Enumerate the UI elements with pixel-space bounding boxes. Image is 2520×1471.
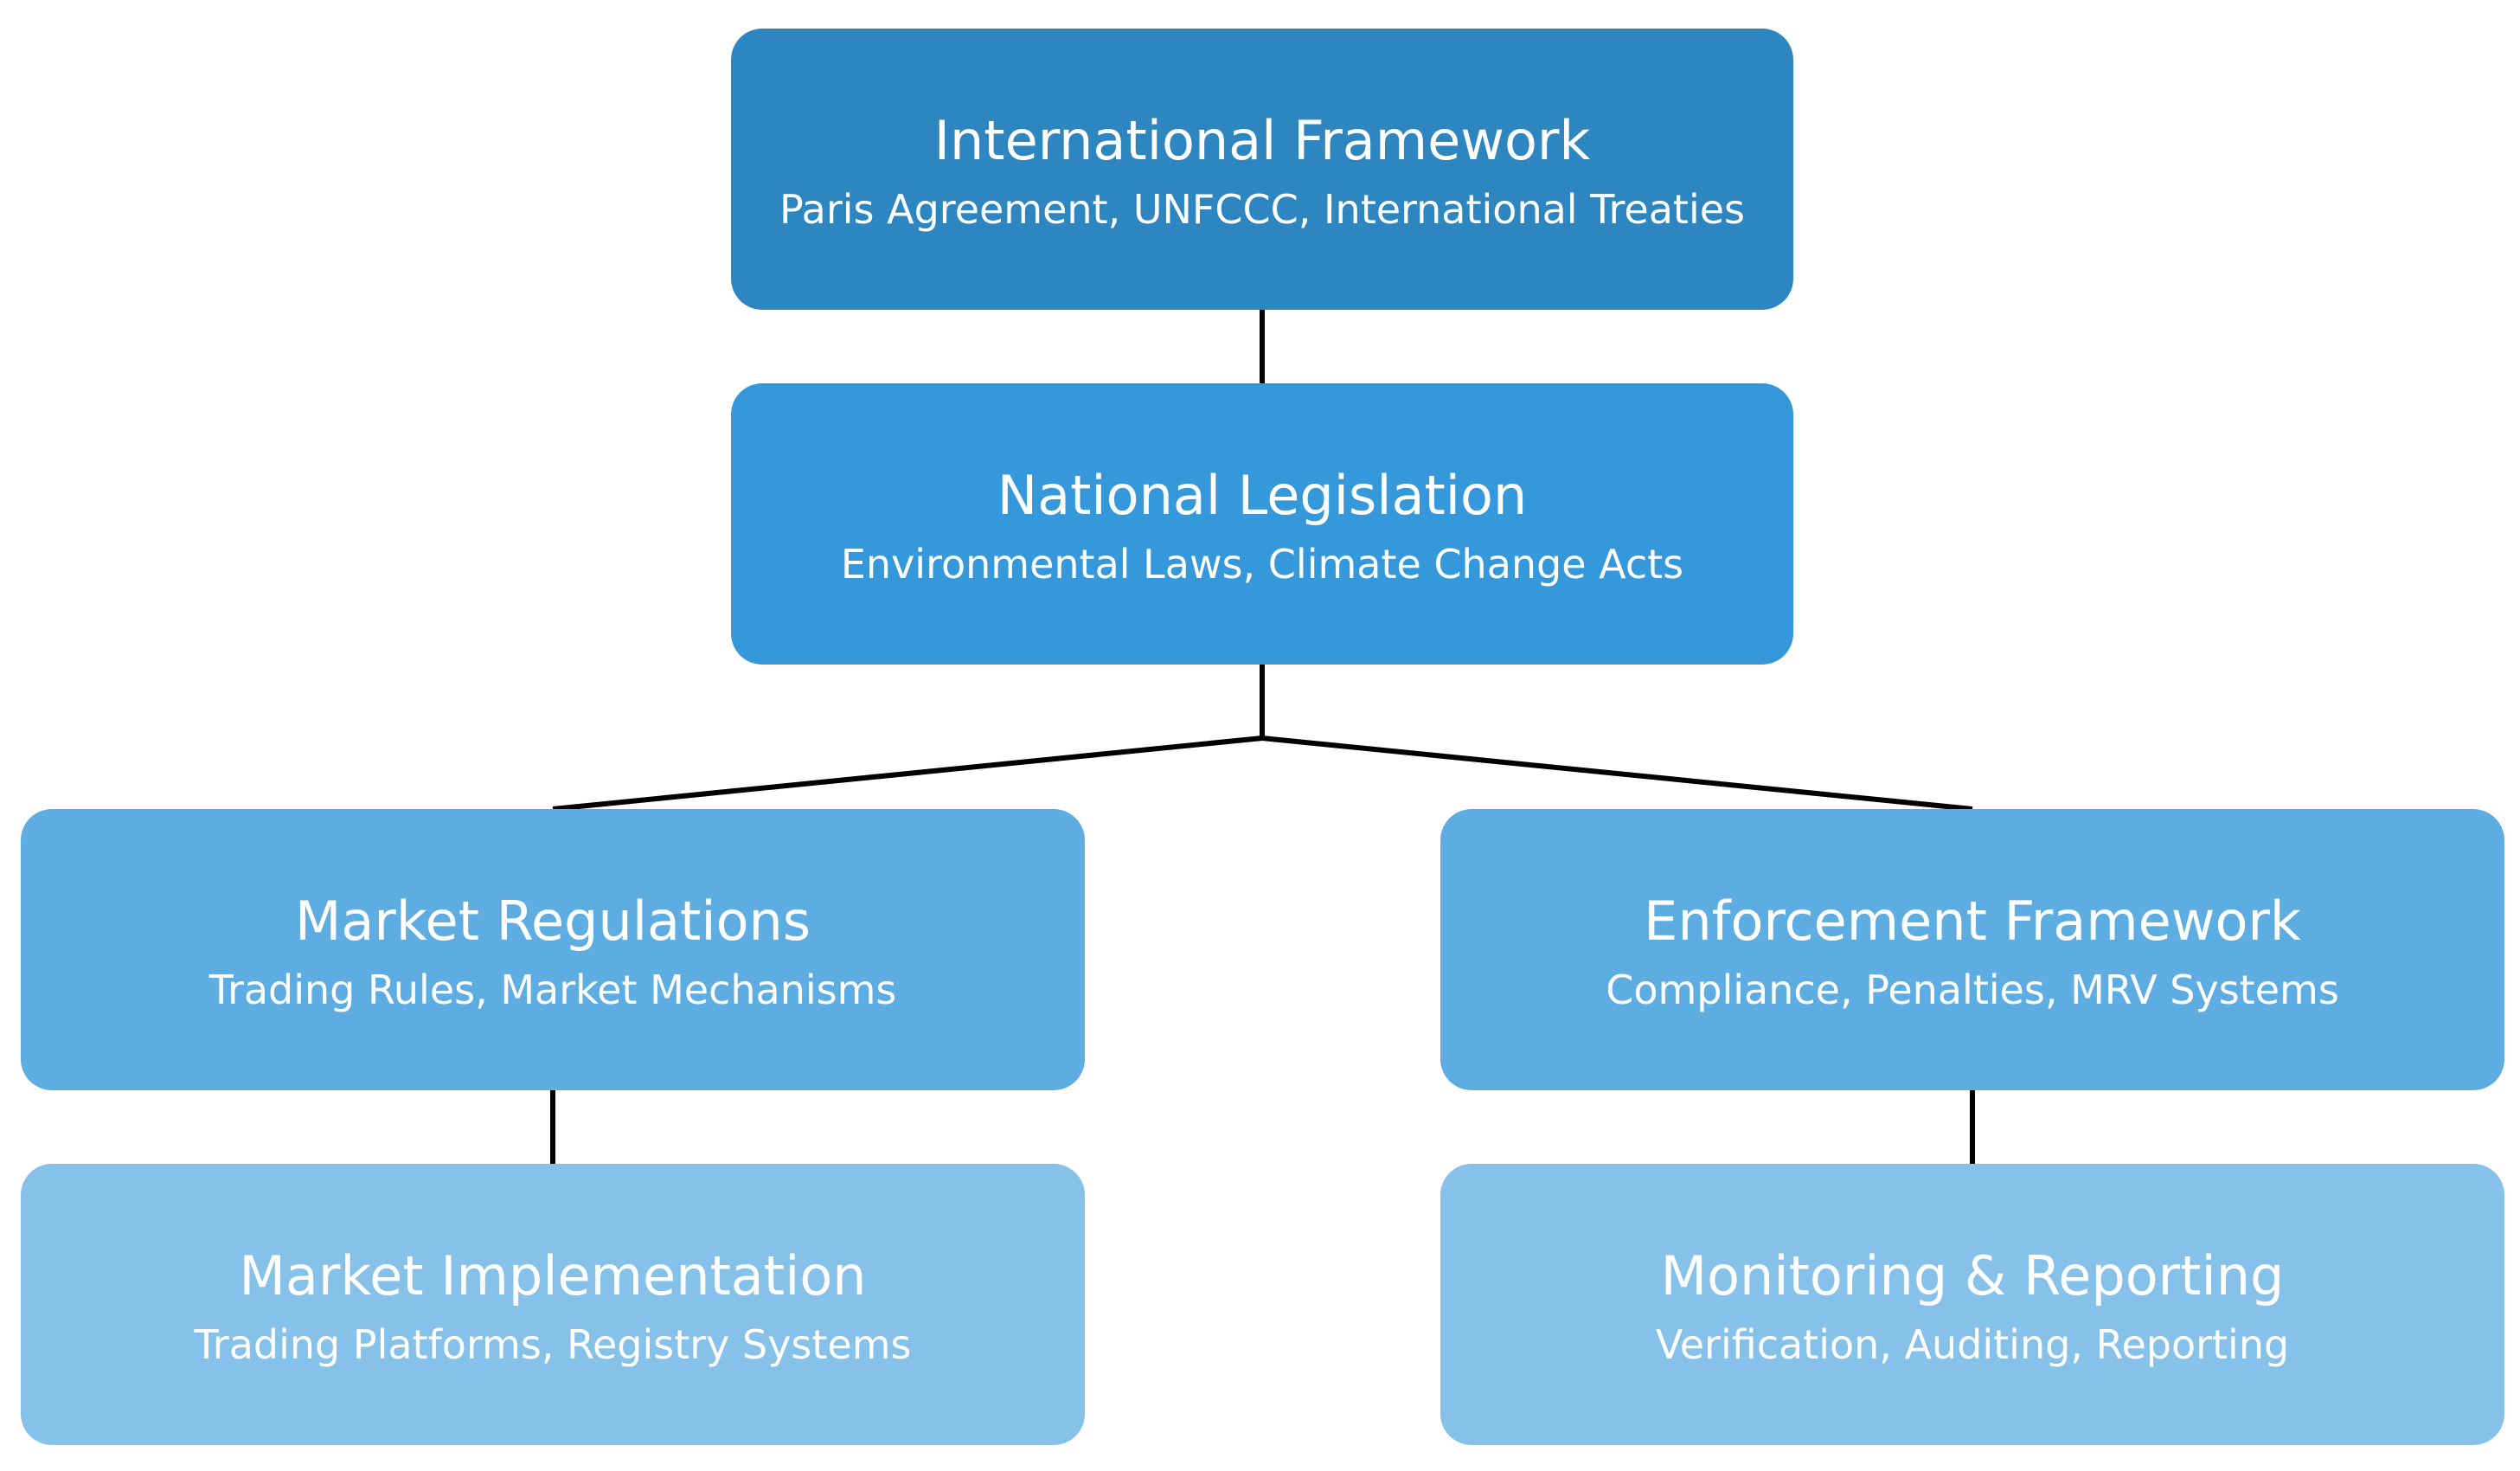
connector-national-to-market-regulations: [552, 736, 1263, 812]
node-monitoring-reporting: Monitoring & Reporting Verification, Aud…: [1440, 1164, 2504, 1445]
node-enforcement-framework: Enforcement Framework Compliance, Penalt…: [1440, 809, 2504, 1090]
node-title: Enforcement Framework: [1644, 889, 2301, 953]
node-subtitle: Trading Platforms, Registry Systems: [194, 1320, 912, 1368]
node-market-implementation: Market Implementation Trading Platforms,…: [21, 1164, 1085, 1445]
node-title: Market Regulations: [294, 889, 811, 953]
node-national-legislation: National Legislation Environmental Laws,…: [731, 383, 1793, 665]
connector-national-to-enforcement: [1261, 736, 1973, 812]
node-international-framework: International Framework Paris Agreement,…: [731, 29, 1793, 310]
node-title: National Legislation: [997, 463, 1528, 527]
node-subtitle: Paris Agreement, UNFCCC, International T…: [779, 185, 1746, 233]
node-subtitle: Environmental Laws, Climate Change Acts: [840, 540, 1684, 588]
node-title: Market Implementation: [239, 1243, 867, 1307]
node-subtitle: Verification, Auditing, Reporting: [1655, 1320, 2290, 1368]
node-title: International Framework: [933, 108, 1591, 172]
node-title: Monitoring & Reporting: [1660, 1243, 2285, 1307]
node-subtitle: Compliance, Penalties, MRV Systems: [1606, 966, 2339, 1013]
node-subtitle: Trading Rules, Market Mechanisms: [208, 966, 897, 1013]
node-market-regulations: Market Regulations Trading Rules, Market…: [21, 809, 1085, 1090]
